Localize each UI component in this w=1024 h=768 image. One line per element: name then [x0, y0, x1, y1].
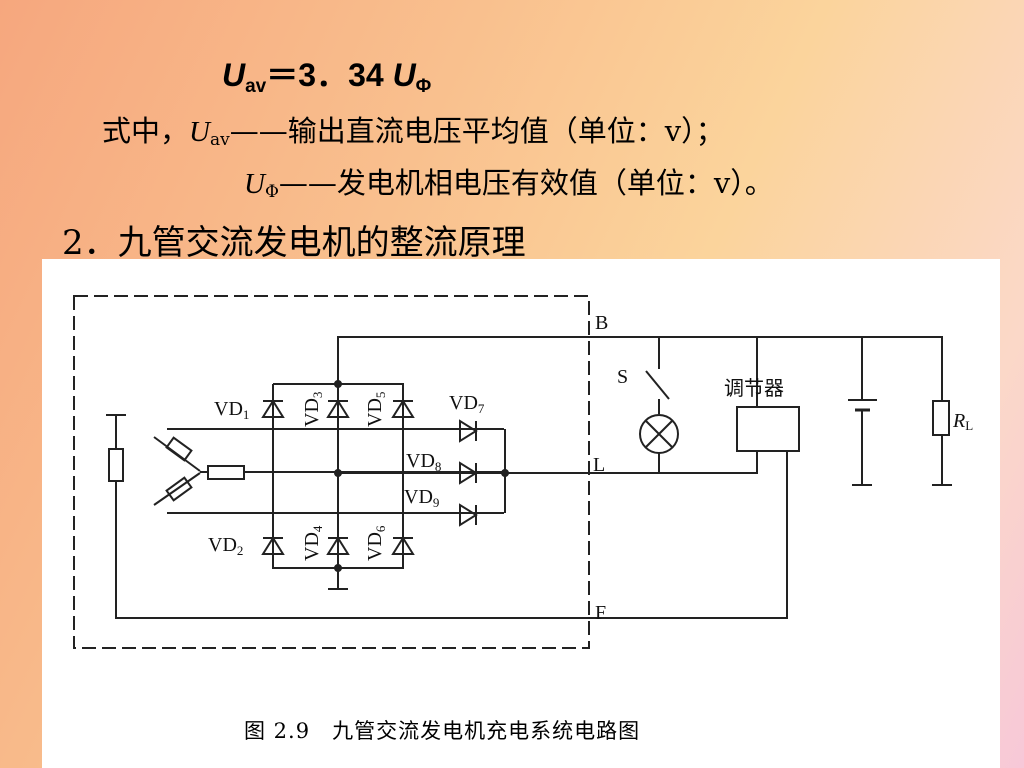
diode-vd5	[391, 399, 415, 418]
diode-vd7	[459, 419, 478, 443]
definition-sub: Φ	[264, 182, 279, 202]
load-label: RL	[952, 410, 973, 433]
switch-label: S	[617, 366, 628, 388]
f-wire	[115, 451, 788, 619]
diode-vd9	[459, 503, 478, 527]
load-resistor	[932, 400, 950, 436]
label-vd1: VD1	[214, 398, 249, 422]
definition-symbol: U	[189, 116, 210, 148]
field-winding	[108, 448, 124, 482]
definition-text: ——输出直流电压平均值（单位：v）；	[229, 114, 725, 148]
circuit-figure: B L F S 调节器 RL VD1 VD2 VD7 VD8 VD9 VD3 V…	[42, 259, 1000, 768]
label-vd4: VD4	[301, 525, 325, 561]
label-vd8: VD8	[406, 450, 441, 474]
formula-rhs-symbol: U	[392, 57, 416, 93]
label-vd5: VD5	[364, 392, 388, 427]
regulator-label: 调节器	[724, 377, 784, 400]
definition-prefix: 式中，	[102, 114, 190, 148]
switch-blade	[645, 370, 670, 400]
section-heading: 2．九管交流发电机的整流原理	[62, 223, 526, 263]
definition-uphi: UΦ——发电机相电压有效值（单位：v）。	[244, 160, 774, 202]
diode-vd4	[326, 536, 350, 555]
terminal-l: L	[593, 454, 605, 476]
figure-caption: 图 2.9 九管交流发电机充电系统电路图	[244, 719, 641, 743]
definition-sub: av	[209, 130, 230, 150]
formula-lhs-symbol: U	[222, 57, 246, 93]
definition-symbol: U	[244, 168, 265, 200]
label-vd9: VD9	[404, 486, 439, 510]
label-vd2: VD2	[208, 534, 243, 558]
terminal-b: B	[595, 312, 608, 334]
label-vd3: VD3	[301, 392, 325, 427]
l-wire	[338, 453, 660, 474]
regulator-box	[736, 406, 800, 452]
formula-rhs-sub: Φ	[415, 76, 432, 97]
definition-uav: 式中，Uav——输出直流电压平均值（单位：v）；	[102, 108, 725, 150]
rectifier-bridge	[272, 383, 404, 569]
circuit-diagram: B L F S 调节器 RL VD1 VD2 VD7 VD8 VD9 VD3 V…	[73, 295, 973, 649]
label-vd7: VD7	[449, 392, 485, 416]
diode-vd1	[261, 399, 285, 418]
b-wire	[337, 336, 943, 401]
terminal-f: F	[595, 602, 606, 624]
definition-text: ——发电机相电压有效值（单位：v）。	[278, 166, 774, 200]
formula-operator: ＝	[266, 57, 299, 93]
diode-vd3	[326, 399, 350, 418]
formula-lhs-sub: av	[245, 76, 267, 97]
diode-vd2	[261, 536, 285, 555]
formula-uav: Uav＝3．34 UΦ	[222, 50, 431, 98]
diode-vd8	[459, 461, 478, 485]
diode-vd6	[391, 536, 415, 555]
formula-coefficient: 3．34	[298, 57, 384, 93]
label-vd6: VD6	[364, 525, 388, 561]
